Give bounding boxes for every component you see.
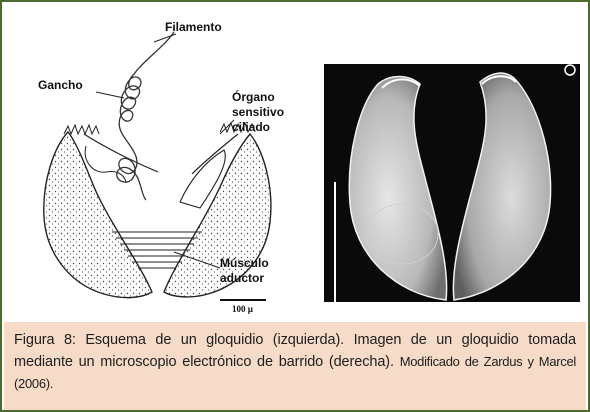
label-filamento: Filamento	[165, 20, 222, 34]
label-organo-1: Órgano	[232, 90, 275, 104]
sem-image	[324, 64, 580, 302]
label-gancho: Gancho	[38, 78, 83, 92]
label-musculo-2: aductor	[220, 271, 264, 285]
label-musculo-1: Músculo	[220, 256, 269, 270]
filament-coil	[117, 32, 174, 200]
figure-caption: Figura 8: Esquema de un gloquidio (izqui…	[4, 322, 586, 410]
label-organo-2: sensitivo	[232, 105, 284, 119]
glochidium-diagram: Filamento Gancho Órgano sensitivo ciliad…	[24, 22, 296, 318]
scale-label: 100 µ	[232, 304, 253, 314]
sem-micrograph	[324, 64, 580, 302]
sem-scale-bar	[334, 182, 336, 302]
label-organo-3: ciliado	[232, 120, 270, 134]
